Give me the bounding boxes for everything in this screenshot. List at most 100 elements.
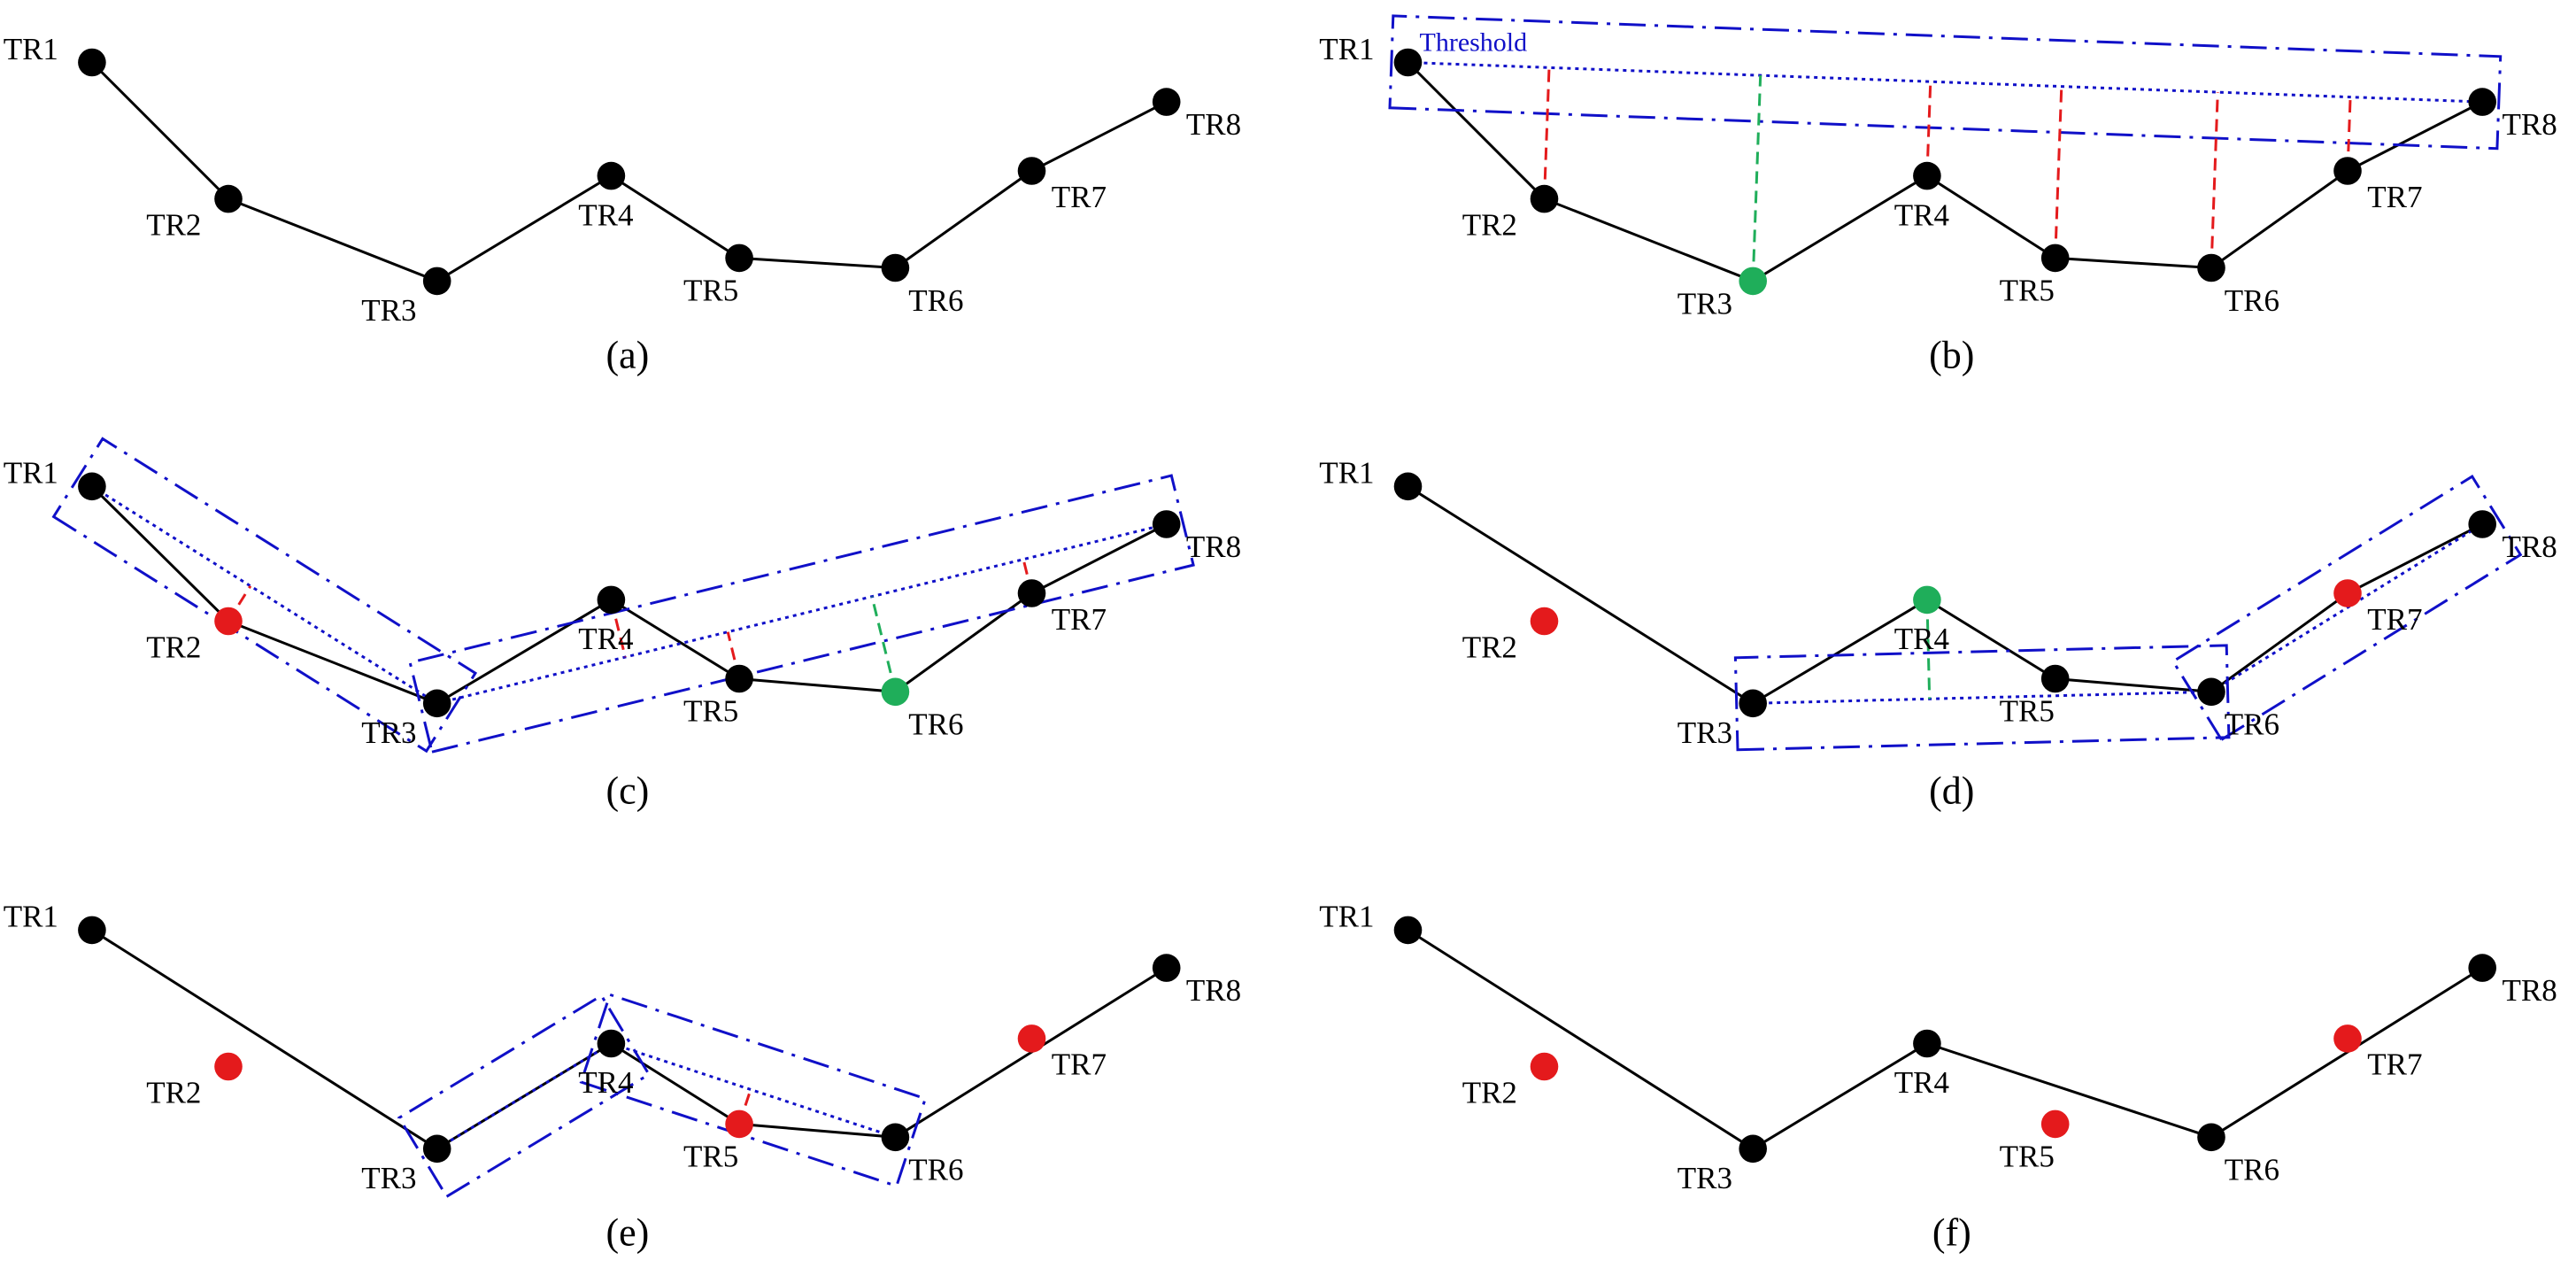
point-tr3 [422,267,451,296]
distance-line-tr4 [1925,81,1932,176]
point-tr1 [1393,472,1423,501]
point-tr7 [2333,579,2362,607]
panel-caption: (b) [1929,334,1974,377]
point-tr2 [214,1052,243,1081]
point-tr8 [2468,510,2496,538]
point-label-tr7: TR7 [2367,602,2422,637]
point-tr1 [78,916,106,945]
point-tr4 [597,585,626,615]
point-label-tr7: TR7 [2367,180,2422,214]
point-tr1 [78,48,106,77]
distance-line-tr3 [1751,75,1762,282]
point-tr2 [1530,1052,1559,1081]
point-label-tr5: TR5 [683,274,738,308]
panel-caption: (e) [605,1211,649,1255]
point-tr6 [881,677,910,707]
threshold-box-tr3-tr6-chord [1753,690,2212,705]
point-label-tr4: TR4 [1894,622,1949,656]
distance-line-tr5 [2054,86,2063,259]
point-label-tr3: TR3 [361,293,416,328]
point-tr8 [2468,954,2496,982]
point-tr3 [422,1134,451,1164]
point-tr2 [1530,607,1559,636]
point-tr8 [1152,88,1181,116]
point-tr2 [214,607,243,636]
point-tr7 [1017,1024,1046,1053]
point-tr3 [1739,689,1767,718]
point-tr5 [2040,1110,2070,1139]
point-label-tr5: TR5 [683,694,738,729]
point-tr3 [1739,267,1767,296]
point-label-tr3: TR3 [1677,287,1732,321]
trajectory-line [1407,929,2483,1151]
distance-line-tr6 [2210,92,2219,268]
point-label-tr6: TR6 [2225,707,2279,742]
point-tr2 [214,184,243,213]
point-label-tr1: TR1 [1319,900,1374,934]
point-tr3 [422,689,451,718]
point-label-tr5: TR5 [683,1140,738,1174]
point-label-tr2: TR2 [146,207,201,242]
threshold-label: Threshold [1420,28,1528,58]
point-tr4 [597,1029,626,1058]
point-label-tr1: TR1 [4,32,58,66]
point-label-tr3: TR3 [361,1161,416,1195]
point-tr6 [2197,253,2225,282]
point-label-tr8: TR8 [2503,107,2557,142]
distance-line-tr6 [870,596,897,692]
point-tr4 [1913,161,1941,190]
point-label-tr6: TR6 [908,1153,963,1187]
point-label-tr2: TR2 [146,1075,201,1110]
threshold-box-tr3-tr8 [408,474,1195,754]
point-tr7 [1017,157,1046,185]
threshold-box-tr3-tr4-chord [436,1042,613,1150]
point-label-tr4: TR4 [578,197,633,232]
trajectory-line [1407,61,2483,283]
point-label-tr8: TR8 [1186,107,1241,142]
point-label-tr1: TR1 [4,456,58,491]
point-tr7 [2333,157,2362,185]
threshold-box-tr3-tr6 [1733,644,2231,752]
point-label-tr6: TR6 [908,283,963,318]
point-label-tr8: TR8 [2503,530,2557,564]
point-label-tr8: TR8 [1186,530,1241,564]
point-tr5 [725,244,753,273]
point-label-tr2: TR2 [1462,1075,1517,1110]
point-label-tr5: TR5 [2000,694,2055,729]
point-tr5 [725,664,753,693]
point-tr4 [1913,585,1941,615]
point-label-tr2: TR2 [146,630,201,664]
point-label-tr4: TR4 [1894,197,1949,232]
point-label-tr5: TR5 [2000,274,2055,308]
point-label-tr8: TR8 [1186,973,1241,1008]
point-tr6 [2197,1123,2225,1152]
trajectory-line [91,929,1168,1151]
point-tr8 [1152,510,1181,538]
point-tr5 [2040,664,2070,693]
point-label-tr2: TR2 [1462,630,1517,664]
point-tr3 [1739,1134,1767,1164]
threshold-box-tr6-tr8-chord [2210,522,2483,693]
panel-caption: (f) [1932,1211,1971,1255]
point-label-tr1: TR1 [1319,456,1374,491]
trajectory-line [1407,485,2483,706]
point-tr4 [597,161,626,190]
point-label-tr4: TR4 [578,1065,633,1100]
point-tr4 [1913,1029,1941,1058]
point-label-tr6: TR6 [2225,1153,2279,1187]
point-label-tr1: TR1 [1319,32,1374,66]
point-label-tr8: TR8 [2503,973,2557,1008]
point-tr5 [2040,244,2070,273]
trajectory-line [90,485,1168,705]
panel-caption: (a) [605,334,649,377]
point-label-tr6: TR6 [908,707,963,742]
point-label-tr5: TR5 [2000,1140,2055,1174]
point-label-tr6: TR6 [2225,283,2279,318]
point-label-tr4: TR4 [578,622,633,656]
point-label-tr4: TR4 [1894,1065,1949,1100]
point-tr8 [1152,954,1181,982]
point-tr6 [881,1123,910,1152]
point-label-tr3: TR3 [361,715,416,750]
threshold-box-tr1-tr8 [1388,14,2503,151]
point-label-tr7: TR7 [1052,180,1107,214]
